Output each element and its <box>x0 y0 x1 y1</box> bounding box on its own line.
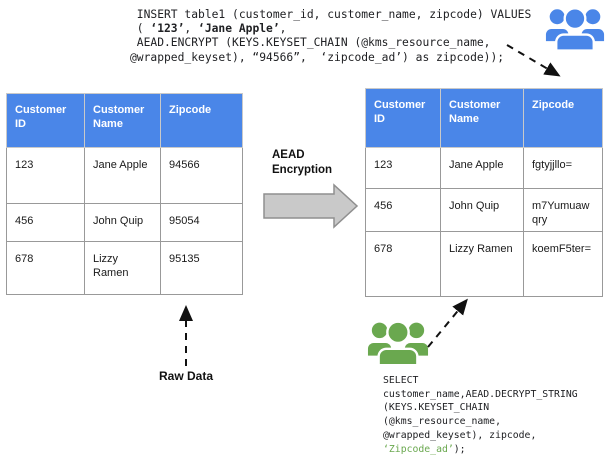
cell-encrypted-zipcode: fgtyjjllo= <box>523 147 603 189</box>
insert-sql-customer-id-literal: ‘123’ <box>150 22 185 36</box>
cell-zipcode: 95054 <box>160 203 243 242</box>
raw-data-table: Customer ID Customer Name Zipcode 123 Ja… <box>6 93 243 295</box>
block-arrow-right <box>263 183 359 229</box>
column-header-customer-id: Customer ID <box>365 88 441 148</box>
insert-sql-code: INSERT table1 (customer_id, customer_nam… <box>130 8 531 65</box>
insert-sql-line2: ( ‘123’, ‘Jane Apple’, <box>130 22 287 36</box>
cell-customer-id: 456 <box>365 188 441 232</box>
column-header-customer-id: Customer ID <box>6 93 85 148</box>
aead-encryption-label: AEAD Encryption <box>272 149 333 176</box>
cell-customer-id: 456 <box>6 203 85 242</box>
select-sql-line5: @wrapped_keyset), zipcode, <box>383 429 537 441</box>
insert-sql-line3: AEAD.ENCRYPT (KEYS.KEYSET_CHAIN (@kms_re… <box>130 36 491 50</box>
cell-zipcode: 94566 <box>160 147 243 204</box>
select-sql-zipcode-ad-literal: ‘Zipcode_ad’ <box>383 443 454 455</box>
cell-customer-name: John Quip <box>84 203 161 242</box>
cell-zipcode: 95135 <box>160 241 243 295</box>
table-row: 456 John Quip 95054 <box>6 203 243 242</box>
select-sql-line3: (KEYS.KEYSET_CHAIN <box>383 402 490 414</box>
select-sql-line1: SELECT <box>383 375 419 386</box>
select-sql-code: SELECT customer_name,AEAD.DECRYPT_STRING… <box>383 374 578 456</box>
insert-sql-customer-name-literal: ‘Jane Apple’ <box>198 22 280 36</box>
column-header-customer-name: Customer Name <box>440 88 524 148</box>
raw-data-label: Raw Data <box>158 369 214 383</box>
column-header-customer-name: Customer Name <box>84 93 161 148</box>
cell-customer-name: Lizzy Ramen <box>440 231 524 297</box>
select-sql-line4: (@kms_resource_name, <box>383 416 501 428</box>
table-row: 123 Jane Apple fgtyjjllo= <box>365 147 603 189</box>
table-header-row: Customer ID Customer Name Zipcode <box>6 93 243 148</box>
table-row: 678 Lizzy Ramen 95135 <box>6 241 243 295</box>
encrypted-data-table: Customer ID Customer Name Zipcode 123 Ja… <box>365 88 603 297</box>
people-group-green-icon <box>367 320 429 367</box>
table-header-row: Customer ID Customer Name Zipcode <box>365 88 603 148</box>
cell-customer-name: Jane Apple <box>440 147 524 189</box>
cell-encrypted-zipcode: m7Yumuawqry <box>523 188 603 232</box>
insert-sql-line1: INSERT table1 (customer_id, customer_nam… <box>130 8 532 21</box>
column-header-zipcode: Zipcode <box>523 88 603 148</box>
cell-customer-id: 678 <box>365 231 441 297</box>
cell-customer-name: John Quip <box>440 188 524 232</box>
column-header-zipcode: Zipcode <box>160 93 243 148</box>
cell-customer-id: 123 <box>6 147 85 204</box>
dashed-arrow-select-to-table <box>427 298 468 348</box>
cell-customer-name: Jane Apple <box>84 147 161 204</box>
table-row: 456 John Quip m7Yumuawqry <box>365 188 603 232</box>
cell-encrypted-zipcode: koemF5ter= <box>523 231 603 297</box>
table-row: 123 Jane Apple 94566 <box>6 147 243 204</box>
select-sql-line2: customer_name,AEAD.DECRYPT_STRING <box>383 388 578 400</box>
table-row: 678 Lizzy Ramen koemF5ter= <box>365 231 603 297</box>
cell-customer-id: 123 <box>365 147 441 189</box>
insert-sql-line4: @wrapped_keyset), “94566”, ‘zipcode_ad’)… <box>130 50 505 64</box>
select-sql-line6: ‘Zipcode_ad’); <box>383 443 466 455</box>
cell-customer-name: Lizzy Ramen <box>84 241 161 295</box>
people-group-blue-icon <box>545 7 605 52</box>
cell-customer-id: 678 <box>6 241 85 295</box>
